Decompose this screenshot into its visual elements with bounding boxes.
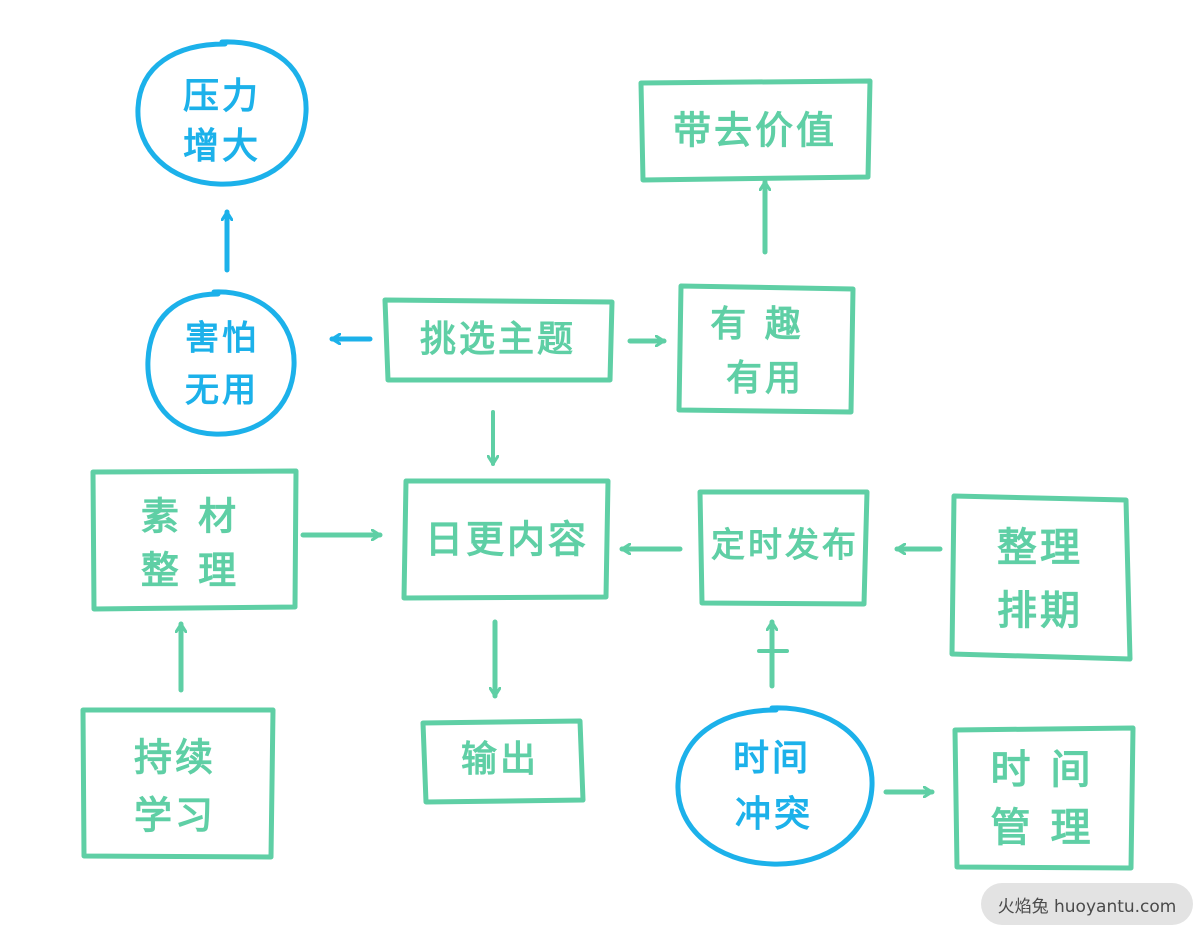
node-organize-schedule-label-1: 整理 <box>997 525 1083 571</box>
node-material-sort: 素 材 整 理 <box>90 468 299 612</box>
node-fun-useful: 有 趣 有用 <box>676 283 856 415</box>
node-output-label: 输出 <box>461 739 539 780</box>
node-daily-content: 日更内容 <box>401 478 611 601</box>
node-fun-useful-label-2: 有用 <box>726 358 804 399</box>
node-fear-useless: 害怕 无用 <box>145 289 297 437</box>
node-time-conflict: 时间 冲突 <box>675 705 875 867</box>
node-output: 输出 <box>420 718 586 805</box>
watermark: 火焰兔 huoyantu.com <box>981 883 1193 925</box>
node-organize-schedule: 整理 排期 <box>949 493 1133 662</box>
node-time-management-label-1: 时 间 <box>991 747 1094 793</box>
node-scheduled-publish-label: 定时发布 <box>711 526 859 566</box>
node-pressure-up: 压力 增大 <box>135 39 309 187</box>
node-time-conflict-label-2: 冲突 <box>735 794 813 835</box>
node-pressure-up-label-1: 压力 <box>183 76 261 117</box>
node-pick-topic-label: 挑选主题 <box>420 319 576 360</box>
node-fun-useful-label-1: 有 趣 <box>710 304 804 345</box>
node-continuous-learning: 持续 学习 <box>80 707 276 860</box>
node-fear-useless-label-1: 害怕 <box>185 319 259 359</box>
node-time-management-label-2: 管 理 <box>991 805 1094 851</box>
node-bring-value-label: 带去价值 <box>673 109 837 153</box>
node-pick-topic: 挑选主题 <box>382 297 615 383</box>
node-bring-value: 带去价值 <box>638 78 873 183</box>
node-continuous-learning-label-2: 学习 <box>134 794 216 838</box>
node-material-sort-label-2: 整 理 <box>141 549 239 593</box>
node-organize-schedule-label-2: 排期 <box>997 588 1083 634</box>
node-time-management: 时 间 管 理 <box>952 725 1136 871</box>
node-continuous-learning-label-1: 持续 <box>134 736 216 780</box>
node-daily-content-label: 日更内容 <box>425 518 589 562</box>
node-time-conflict-label-1: 时间 <box>733 738 811 779</box>
node-pressure-up-label-2: 增大 <box>183 126 261 167</box>
node-fear-useless-label-2: 无用 <box>185 371 259 411</box>
node-scheduled-publish: 定时发布 <box>697 489 870 607</box>
node-material-sort-label-1: 素 材 <box>141 495 239 539</box>
